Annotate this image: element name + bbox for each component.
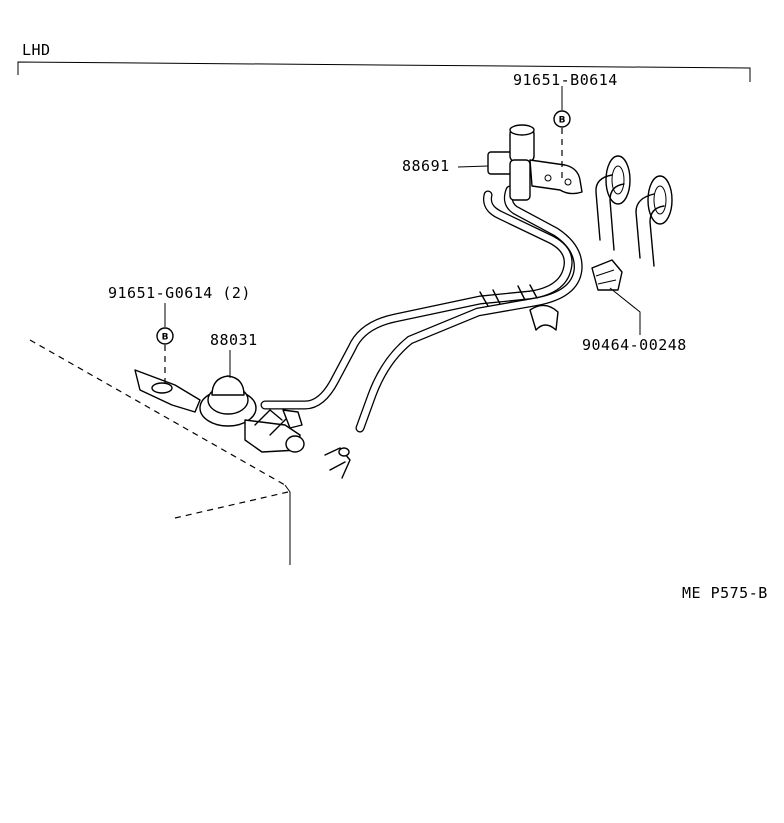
grommets (595, 155, 673, 267)
part-number-bolt-left: 91651-G0614 (2) (108, 284, 251, 302)
part-number-valve: 88031 (210, 331, 258, 349)
part-number-vsv: 88691 (402, 157, 450, 175)
egr-valve (134, 369, 351, 479)
lhd-bracket (17, 61, 751, 82)
vsv-assembly (487, 124, 583, 201)
figure-code: ME P575-B (682, 584, 768, 602)
part-number-bolt-top: 91651-B0614 (513, 71, 618, 89)
variant-label: LHD (22, 41, 51, 59)
leader-lines (164, 86, 641, 385)
part-number-clamp: 90464-00248 (582, 336, 687, 354)
clamp-part (591, 259, 623, 291)
hose-clip (529, 304, 559, 331)
svg-text:B: B (559, 116, 566, 126)
bolt-marker-top: B (553, 110, 571, 128)
engine-outline (29, 339, 291, 565)
svg-text:B: B (162, 333, 169, 343)
bolt-marker-left: B (156, 327, 174, 345)
vacuum-hoses (260, 185, 583, 433)
